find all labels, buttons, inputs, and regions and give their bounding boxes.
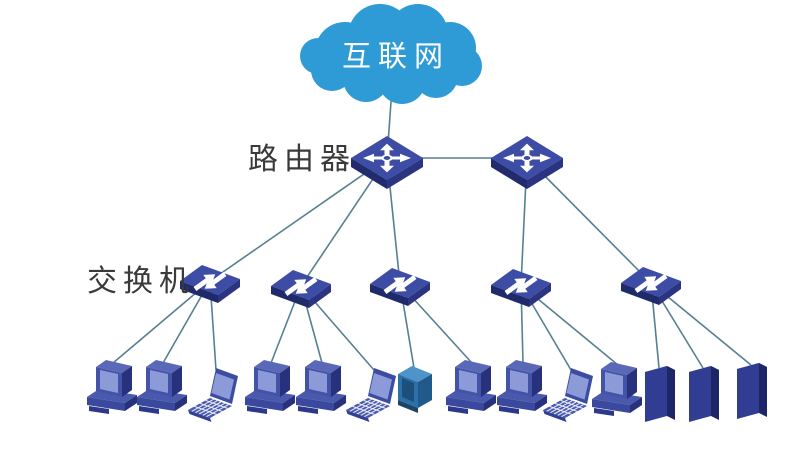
desktop-pc5 [446, 360, 496, 414]
workstation-workstation1 [398, 366, 432, 413]
tower-server2 [689, 366, 719, 422]
desktop-pc1 [87, 360, 137, 414]
link-router2-switch5 [526, 157, 652, 284]
desktop-pc4 [296, 360, 346, 414]
connection-lines [112, 87, 752, 371]
laptop-laptop1 [187, 367, 239, 423]
link-router1-switch1 [209, 157, 388, 282]
desktop-pc2 [137, 360, 187, 414]
tower-server1 [645, 366, 675, 422]
router-label: 路由器 [248, 142, 356, 177]
desktop-pc6 [497, 360, 547, 414]
tower-server3 [737, 363, 767, 419]
switch-switch3 [370, 268, 430, 306]
laptop-laptop2 [345, 367, 397, 423]
link-switch1-pc1 [112, 280, 211, 364]
desktop-pc3 [245, 360, 295, 414]
laptop-laptop3 [542, 367, 594, 423]
desktop-pc7 [592, 362, 642, 416]
router-router1 [351, 136, 423, 189]
switch-label: 交换机 [87, 264, 195, 299]
text-labels: 互联网 路由器 交换机 [87, 39, 450, 299]
switch-switch2 [271, 270, 331, 308]
internet-label: 互联网 [342, 39, 450, 73]
router-router2 [491, 136, 563, 189]
